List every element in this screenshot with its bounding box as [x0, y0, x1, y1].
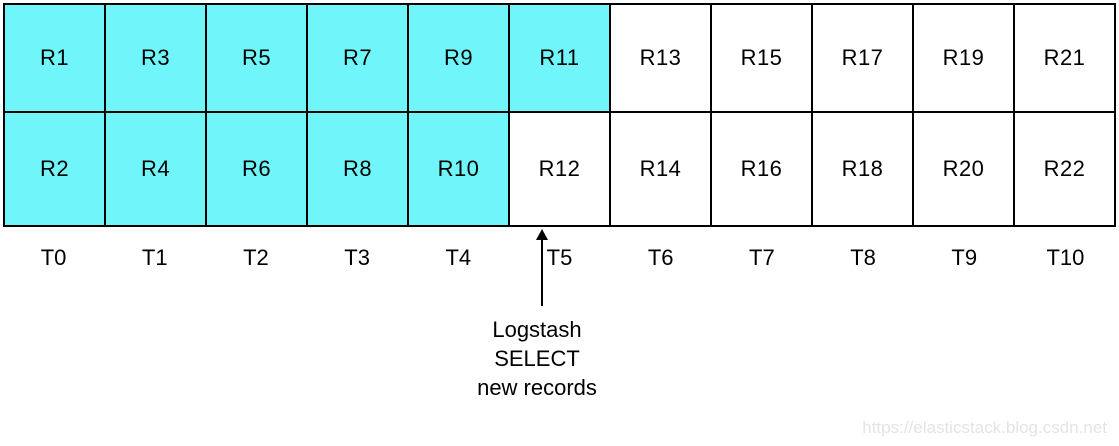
annotation-logstash-select: Logstash SELECT new records: [477, 317, 597, 400]
record-cell-r18: R18: [813, 113, 912, 225]
timeline-label-t7: T7: [749, 245, 775, 270]
timeline-label-t10: T10: [1046, 245, 1085, 270]
timeline-label-t8: T8: [850, 245, 876, 270]
record-cell-r11: R11: [510, 5, 609, 111]
record-cell-r2: R2: [5, 113, 104, 225]
timeline-label-t1: T1: [141, 245, 168, 270]
timeline-label-t9: T9: [951, 245, 978, 270]
record-cell-r12: R12: [510, 113, 609, 225]
record-cell-r7: R7: [308, 5, 407, 111]
up-arrow-icon: [536, 229, 548, 240]
record-cell-r5: R5: [207, 5, 306, 111]
record-cell-r21: R21: [1015, 5, 1114, 111]
record-cell-r6: R6: [207, 113, 306, 225]
timeline-label-t0: T0: [40, 245, 67, 270]
record-cell-r1: R1: [5, 5, 104, 111]
timeline-label-t2: T2: [243, 245, 269, 270]
watermark-url: https://elasticstack.blog.csdn.net: [862, 418, 1107, 437]
record-cell-r14: R14: [611, 113, 710, 225]
timeline-label-t5: T5: [546, 245, 573, 270]
record-cell-r4: R4: [106, 113, 205, 225]
record-cell-r10: R10: [409, 113, 508, 225]
timeline-label-t4: T4: [445, 245, 472, 270]
record-cell-r13: R13: [611, 5, 710, 111]
timeline-label-t6: T6: [647, 245, 674, 270]
record-cell-r20: R20: [914, 113, 1013, 225]
record-cell-r19: R19: [914, 5, 1013, 111]
timeline-labels: T0 T1 T2 T3 T4 T5 T6 T7 T8 T9 T10: [3, 246, 1116, 270]
arrow-shaft: [541, 238, 543, 306]
record-cell-r15: R15: [712, 5, 811, 111]
record-cell-r16: R16: [712, 113, 811, 225]
record-cell-r9: R9: [409, 5, 508, 111]
record-cell-r22: R22: [1015, 113, 1114, 225]
record-cell-r8: R8: [308, 113, 407, 225]
record-cell-r3: R3: [106, 5, 205, 111]
record-cell-r17: R17: [813, 5, 912, 111]
timeline-label-t3: T3: [344, 245, 370, 270]
